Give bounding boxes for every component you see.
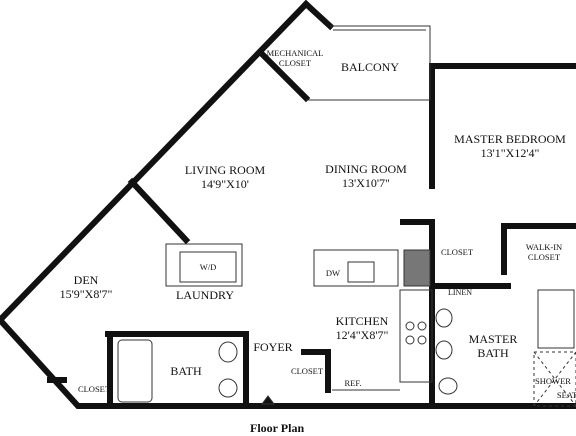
fixtures bbox=[117, 25, 576, 407]
bath-label: BATH bbox=[170, 364, 202, 378]
closet-top-label: CLOSET bbox=[440, 247, 474, 257]
wd-label: W/D bbox=[199, 262, 217, 272]
ref-label: REF. bbox=[344, 378, 362, 388]
foyer-label: FOYER bbox=[253, 340, 293, 354]
balcony-label: BALCONY bbox=[340, 60, 400, 74]
closet-left-label: CLOSET bbox=[77, 384, 111, 394]
linen-label: LINEN bbox=[448, 288, 472, 297]
laundry-label: LAUNDRY bbox=[175, 288, 235, 302]
dw-label: DW bbox=[325, 268, 341, 278]
seat-label: SEAT bbox=[556, 390, 576, 400]
shower-label: SHOWER bbox=[535, 376, 571, 386]
walls bbox=[0, 0, 576, 409]
floor-plan-title: Floor Plan bbox=[250, 421, 305, 435]
closet-foyer-label: CLOSET bbox=[290, 366, 324, 376]
